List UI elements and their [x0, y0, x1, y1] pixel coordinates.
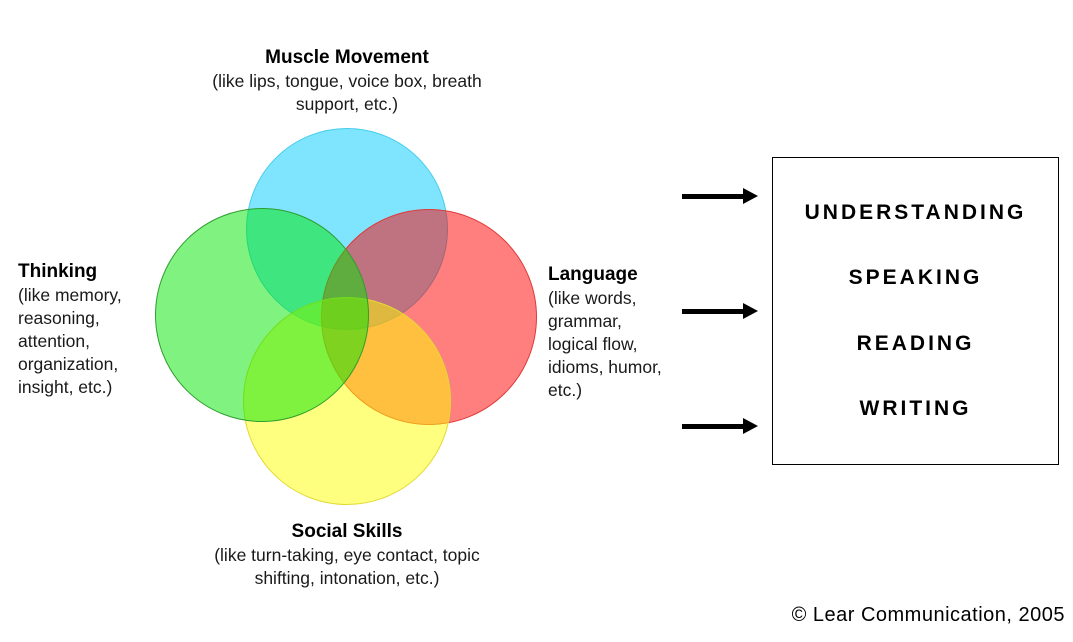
muscle-movement-desc-line: (like lips, tongue, voice box, breath — [212, 71, 482, 91]
language-desc-line: logical flow, — [548, 334, 638, 354]
thinking-desc-line: (like memory, — [18, 285, 122, 305]
social-skills-label: Social Skills (like turn-taking, eye con… — [107, 520, 587, 590]
arrow-shaft — [682, 424, 744, 429]
arrow-shaft — [682, 309, 744, 314]
muscle-movement-title: Muscle Movement — [265, 47, 429, 68]
thinking-desc-line: reasoning, — [18, 308, 100, 328]
thinking-desc-line: organization, — [18, 354, 119, 374]
thinking-desc-line: attention, — [18, 331, 90, 351]
muscle-movement-label: Muscle Movement (like lips, tongue, voic… — [107, 46, 587, 116]
language-desc-line: idioms, humor, — [548, 357, 662, 377]
outcome-writing: WRITING — [859, 397, 972, 421]
arrow-head — [743, 418, 758, 434]
thinking-label: Thinking (like memory, reasoning, attent… — [18, 260, 168, 399]
muscle-movement-desc-line: support, etc.) — [295, 94, 399, 114]
right-arrow-icon — [682, 188, 758, 204]
right-arrow-icon — [682, 303, 758, 319]
language-label: Language (like words, grammar, logical f… — [548, 263, 693, 402]
arrow-head — [743, 303, 758, 319]
language-title: Language — [548, 264, 638, 285]
outcomes-box: UNDERSTANDING SPEAKING READING WRITING — [772, 157, 1059, 465]
right-arrow-icon — [682, 418, 758, 434]
thinking-title: Thinking — [18, 261, 98, 282]
copyright-text: © Lear Communication, 2005 — [791, 604, 1065, 626]
venn-circle-thinking — [155, 208, 369, 422]
thinking-desc-line: insight, etc.) — [18, 377, 113, 397]
language-desc-line: (like words, — [548, 288, 637, 308]
language-desc-line: grammar, — [548, 311, 622, 331]
outcome-understanding: UNDERSTANDING — [804, 200, 1027, 224]
arrow-shaft — [682, 194, 744, 199]
social-skills-desc-line: (like turn-taking, eye contact, topic — [214, 545, 480, 565]
arrow-head — [743, 188, 758, 204]
outcome-reading: READING — [856, 331, 975, 355]
outcome-speaking: SPEAKING — [848, 266, 983, 290]
social-skills-desc-line: shifting, intonation, etc.) — [254, 568, 440, 588]
language-desc-line: etc.) — [548, 380, 583, 400]
social-skills-title: Social Skills — [291, 521, 403, 542]
